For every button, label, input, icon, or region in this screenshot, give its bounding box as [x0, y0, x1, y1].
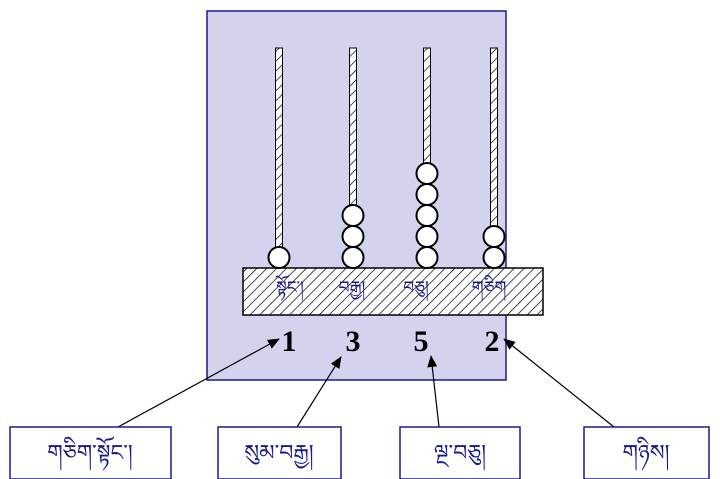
bead-tens	[415, 162, 439, 185]
bead-ones	[482, 225, 506, 248]
label-box-tens	[399, 426, 521, 479]
beads	[267, 162, 506, 269]
rods	[275, 47, 498, 269]
abacus-base-bar	[242, 267, 544, 316]
arrow-hundreds	[296, 356, 342, 428]
bead-hundreds	[341, 225, 365, 248]
label-box-thousands-text: གཅིག་སྟོང་།	[47, 436, 133, 471]
label-box-ones-text: གཉིས།	[623, 436, 670, 471]
bead-hundreds	[341, 204, 365, 227]
arrow-ones	[503, 338, 615, 428]
bead-tens	[415, 246, 439, 269]
bead-hundreds	[341, 246, 365, 269]
place-label-thousands: སྟོང་།	[275, 274, 304, 302]
place-label-ones: གཅིག	[472, 275, 507, 302]
digit-tens: 5	[414, 325, 429, 358]
digit-thousands: 1	[282, 325, 297, 358]
digit-hundreds: 3	[346, 325, 361, 358]
bead-tens	[415, 183, 439, 206]
arrow-thousands	[117, 338, 280, 428]
label-box-hundreds	[217, 426, 342, 479]
rod-thousands	[275, 47, 283, 269]
label-box-thousands	[9, 426, 172, 479]
bead-thousands	[267, 246, 291, 269]
digit-ones: 2	[485, 325, 500, 358]
label-box-ones	[583, 426, 710, 479]
bead-ones	[482, 246, 506, 269]
arrow-tens	[427, 355, 440, 428]
bead-tens	[415, 225, 439, 248]
bead-tens	[415, 204, 439, 227]
